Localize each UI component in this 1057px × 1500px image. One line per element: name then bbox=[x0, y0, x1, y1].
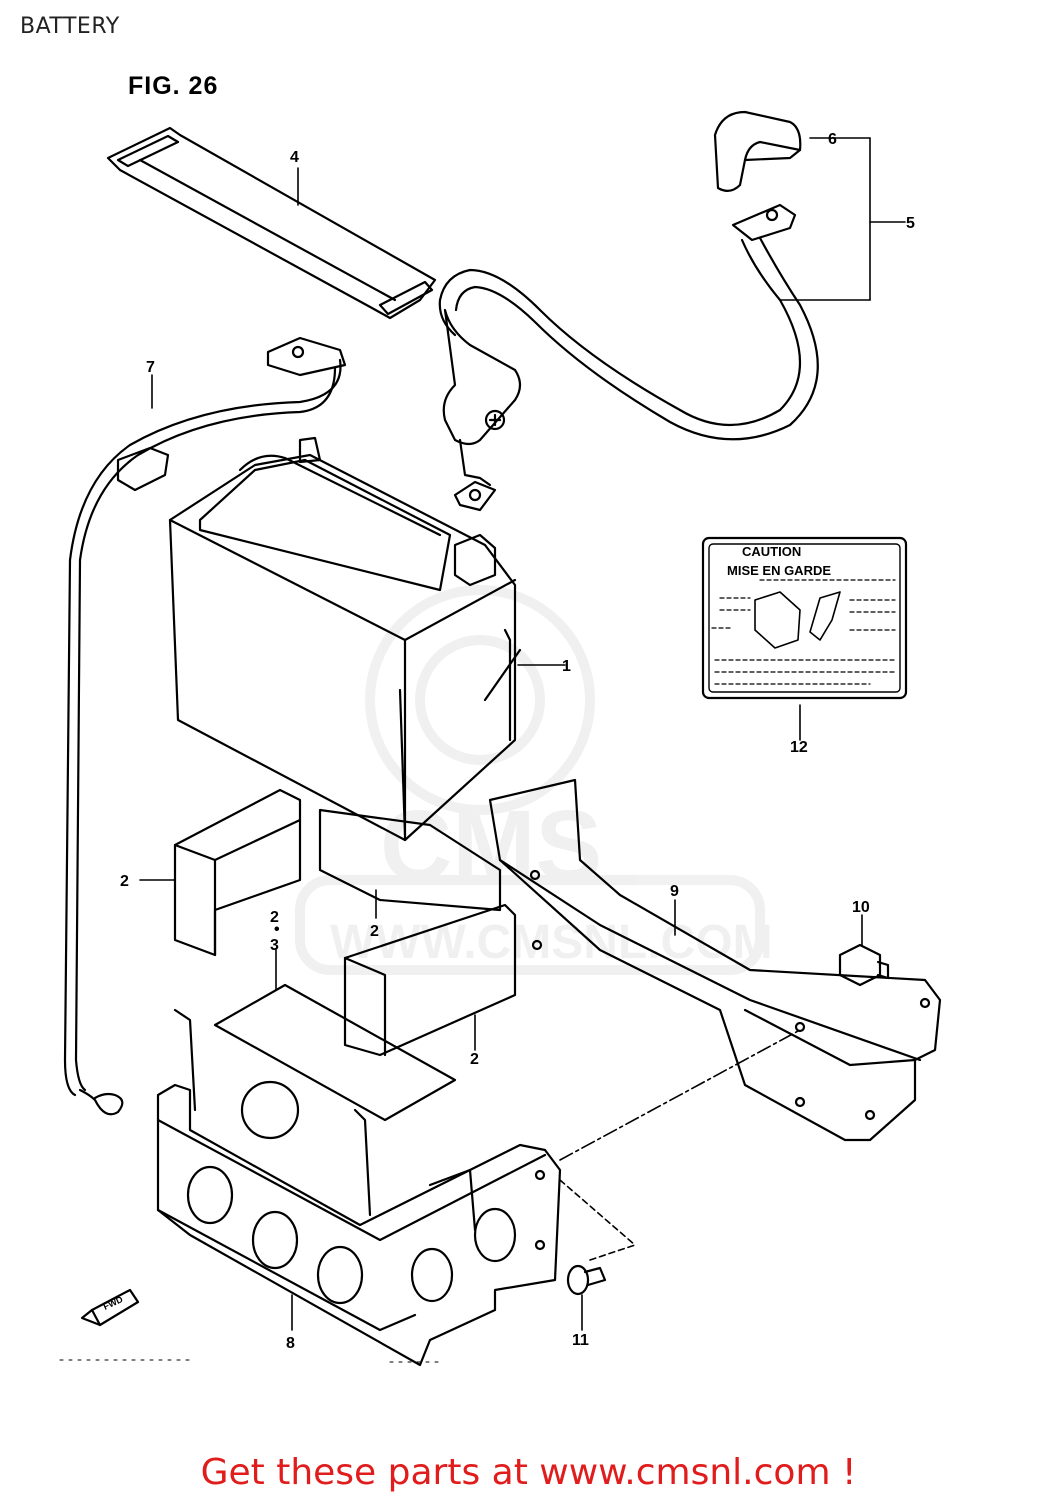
callout-5: 5 bbox=[906, 215, 915, 232]
callout-12: 12 bbox=[790, 739, 808, 756]
fwd-label: FWD bbox=[102, 1294, 125, 1312]
callout-2-center: 2 bbox=[370, 923, 379, 940]
callout-8: 8 bbox=[286, 1335, 295, 1352]
callout-9: 9 bbox=[670, 883, 679, 900]
callout-3: 3 bbox=[270, 937, 279, 954]
ground-lead[interactable] bbox=[63, 336, 347, 1116]
scan-marks bbox=[59, 1359, 441, 1363]
callout-7: 7 bbox=[146, 359, 155, 376]
watermark-url: WWW.CMSNL.COM bbox=[330, 916, 773, 969]
battery-strap[interactable] bbox=[106, 126, 437, 320]
callout-2-stack: 2 bbox=[270, 909, 279, 926]
positive-cable[interactable] bbox=[438, 203, 819, 512]
battery-pad-left[interactable] bbox=[173, 788, 302, 957]
callout-2-front: 2 bbox=[470, 1051, 479, 1068]
battery-pad-front[interactable] bbox=[343, 903, 517, 1057]
terminal-cover[interactable] bbox=[713, 110, 802, 192]
callout-6: 6 bbox=[828, 131, 837, 148]
bracket-bolt[interactable] bbox=[838, 943, 890, 987]
battery-pad-center[interactable] bbox=[318, 808, 502, 912]
callout-1: 1 bbox=[562, 658, 571, 675]
callout-10: 10 bbox=[852, 899, 870, 916]
fwd-arrow-icon: FWD bbox=[80, 1288, 140, 1327]
caution-label[interactable]: CAUTION MISE EN GARDE bbox=[701, 536, 908, 700]
battery-bracket[interactable] bbox=[488, 778, 942, 1142]
battery-pad-bottom[interactable] bbox=[213, 983, 457, 1122]
callout-4: 4 bbox=[290, 149, 299, 166]
page-title: BATTERY bbox=[20, 14, 120, 39]
callout-dot: • bbox=[274, 921, 280, 938]
figure-label: FIG. 26 bbox=[128, 72, 219, 100]
caution-label-line2: MISE EN GARDE bbox=[727, 563, 831, 578]
callout-2-left: 2 bbox=[120, 873, 129, 890]
leader-lines bbox=[139, 137, 906, 1331]
battery-case[interactable] bbox=[156, 1008, 562, 1367]
cms-watermark: CMS WWW.CMSNL.COM bbox=[295, 585, 773, 975]
caution-label-line1: CAUTION bbox=[742, 544, 801, 559]
get-parts-link[interactable]: Get these parts at www.cmsnl.com ! bbox=[200, 1452, 857, 1493]
callout-11: 11 bbox=[572, 1332, 589, 1349]
battery[interactable] bbox=[168, 436, 522, 842]
case-screw[interactable] bbox=[566, 1264, 607, 1296]
